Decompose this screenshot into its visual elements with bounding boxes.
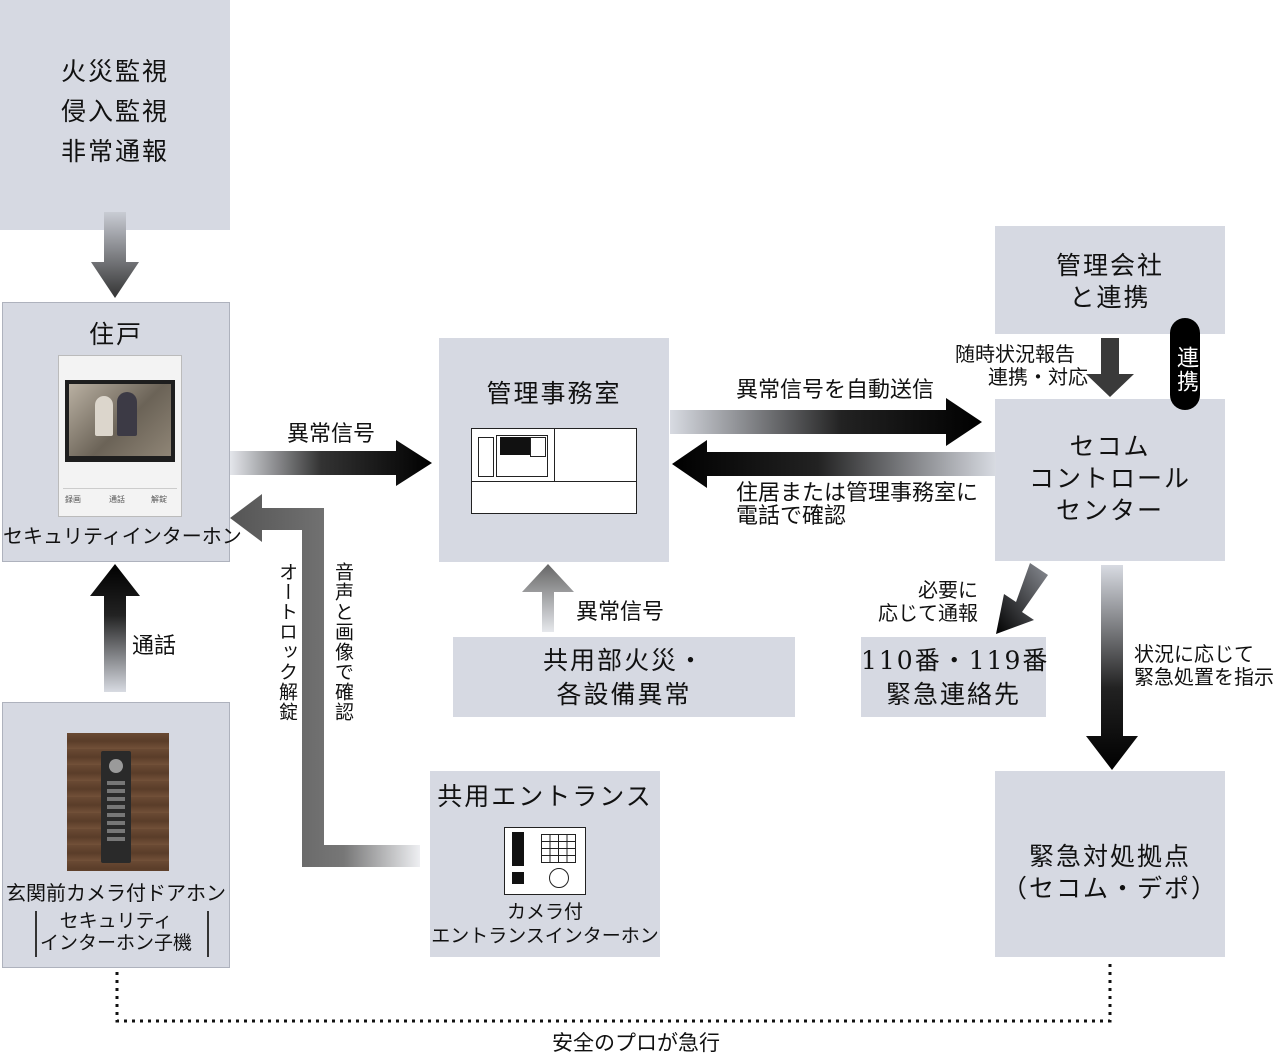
arrow-office-to-secom [670,398,982,446]
arrow-secom-to-depot [1086,565,1138,770]
depot-line1: 緊急対処拠点 [1028,842,1191,871]
arrow-door-to-residence [90,564,140,692]
common-entrance-title: 共用エントランス [437,782,653,811]
link-badge-text: 連携 [1173,346,1198,394]
label-abnormal-signal: 異常信号 [287,422,376,447]
secom-depot-box: 緊急対処拠点 （セコム・デポ） [995,771,1225,957]
label-call: 通話 [132,634,177,659]
emergency-numbers-line1: 110番・119番 [861,646,1050,675]
arrow-secom-to-office [672,440,996,488]
door-camera-sub1: セキュリティ [59,910,173,932]
monitor-line-3: 非常通報 [60,137,169,166]
secom-center-line3: センター [1055,496,1164,525]
label-report-2: 連携・対応 [988,365,1088,389]
management-company-box: 管理会社 と連携 [995,226,1225,334]
arrow-monitor-to-residence [91,212,139,298]
entrance-intercom-icon [504,827,586,895]
arrow-company-to-secom [1086,338,1134,397]
secom-control-center-box: セコム コントロール センター [995,399,1225,561]
secom-center-line1: セコム [1069,432,1151,461]
label-abnormal-signal-2: 異常信号 [576,600,665,625]
residence-title: 住戸 [88,320,143,349]
residence-box: 住戸 録画 通話 解錠 セキュリティインターホン [2,302,242,562]
entrance-intercom-label-2: エントランスインターホン [431,925,659,947]
emergency-numbers-box: 110番・119番 緊急連絡先 [861,637,1050,717]
label-notify-1: 必要に [918,578,978,602]
monitor-line-2: 侵入監視 [60,97,169,126]
label-report-1: 随時状況報告 [955,342,1075,366]
secom-center-line2: コントロール [1028,464,1191,493]
door-camera-bracket [35,911,209,957]
emergency-numbers-line2: 緊急連絡先 [885,680,1021,709]
label-instruct-1: 状況に応じて [1134,642,1254,666]
door-camera-box: 玄関前カメラ付ドアホン セキュリティ インターホン子機 [2,702,230,968]
label-confirm-2: 電話で確認 [736,504,847,529]
control-panel-icon [471,428,637,514]
label-notify-2: 応じて通報 [878,601,978,625]
arrow-fire-to-office [522,564,574,632]
management-company-line2: と連携 [1069,283,1151,312]
door-camera-photo [67,733,169,871]
management-office-title: 管理事務室 [486,379,622,408]
management-office-box: 管理事務室 [439,338,669,562]
common-fire-box: 共用部火災・ 各設備異常 [453,637,795,717]
door-camera-sub2: インターホン子機 [39,932,192,954]
security-intercom-device: 録画 通話 解錠 [58,355,182,517]
label-auto-lock-unlock: オートロック解錠 [276,562,298,722]
common-entrance-box: 共用エントランス カメラ付 エントランスインターホン [430,771,660,957]
monitor-line-1: 火災監視 [60,57,169,86]
management-company-line1: 管理会社 [1055,251,1164,280]
monitoring-box: 火災監視 侵入監視 非常通報 [0,0,230,230]
label-auto-send: 異常信号を自動送信 [736,378,935,403]
intercom-button-record: 録画 [65,495,81,504]
common-fire-line1: 共用部火災・ [542,646,705,675]
link-badge [1170,318,1200,410]
label-voice-image-confirm: 音声と画像で確認 [332,562,354,722]
arrow-secom-to-emergency [996,563,1048,634]
intercom-button-unlock: 解錠 [151,495,167,504]
label-instruct-2: 緊急処置を指示 [1134,665,1274,689]
intercom-button-talk: 通話 [109,495,125,504]
depot-line2: （セコム・デポ） [1001,874,1218,903]
arrow-residence-to-office [230,440,432,486]
common-fire-line2: 各設備異常 [556,680,692,709]
security-intercom-label: セキュリティインターホン [3,524,242,548]
entrance-intercom-label-1: カメラ付 [506,901,583,923]
dotted-rush-line [115,962,1112,1023]
label-rush: 安全のプロが急行 [552,1031,720,1055]
door-camera-label: 玄関前カメラ付ドアホン [6,881,226,905]
arrow-entrance-to-residence [230,494,420,867]
label-confirm-1: 住居または管理事務室に [736,481,979,506]
